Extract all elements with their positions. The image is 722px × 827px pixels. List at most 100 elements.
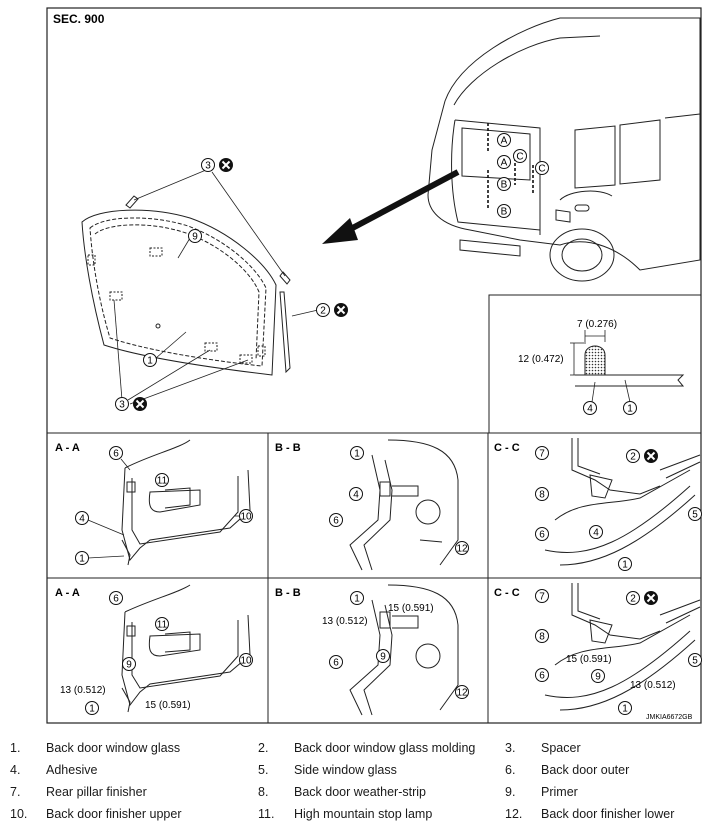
callout-10-a1: 10 [240,512,252,523]
legend-text: Back door weather-strip [294,785,427,799]
legend-text: Back door window glass molding [294,741,476,755]
section-c-top [544,438,701,566]
marker-a-bottom: A [501,158,508,169]
spacers [87,247,266,364]
callout-1-detail: 1 [627,404,633,415]
callout-3-top: 3 [205,161,211,172]
view-title-b2: B - B [275,587,301,599]
vehicle-section-markers [487,123,534,210]
callout-1-b1: 1 [354,449,360,460]
view-titles: A - A B - B C - C A - A B - B C - C [55,442,520,599]
legend-text: Primer [541,785,578,799]
adhesive-detail: 7 (0.276) 12 (0.472) 4 1 [488,294,702,434]
callout-3-bottom: 3 [119,400,125,411]
marker-b-top: B [501,180,508,191]
legend-num: 4. [10,763,21,777]
direction-arrow [322,169,460,244]
dim-15-a2: 15 (0.591) [145,700,191,711]
legend-text: Back door window glass [46,741,181,755]
callout-8-c2: 8 [539,632,545,643]
section-c-bottom-callouts: 7 2 8 5 9 6 1 [535,589,702,715]
dim-13-c2: 13 (0.512) [630,680,676,691]
callout-12-b1: 12 [456,544,468,555]
legend-text: Side window glass [294,763,397,777]
legend-num: 3. [505,741,516,755]
callout-9-glass: 9 [192,232,198,243]
legend-num: 6. [505,763,516,777]
legend-num: 7. [10,785,21,799]
legend-num: 11. [258,807,275,821]
callout-6-a1: 6 [113,449,119,460]
legend-text: Back door outer [541,763,630,777]
legend-num: 8. [258,785,269,799]
legend-text: Rear pillar finisher [46,785,147,799]
view-title-c1: C - C [494,442,520,454]
section-c-top-callouts: 7 2 8 5 4 6 1 [535,446,702,571]
callout-10-a2: 10 [240,656,252,667]
callout-2-c1: 2 [630,452,636,463]
callout-11-a1: 11 [157,476,168,487]
callout-1-c1: 1 [622,560,628,571]
vehicle-illustration [427,17,701,282]
legend-num: 9. [505,785,516,799]
vehicle-section-labels: A A C C B B [497,133,549,218]
view-title-a2: A - A [55,587,80,599]
dim-height: 12 (0.472) [518,354,564,365]
view-title-b1: B - B [275,442,301,454]
callout-9-a2: 9 [126,660,132,671]
callout-4-c1: 4 [593,528,599,539]
dim-13-a2: 13 (0.512) [60,685,106,696]
callout-8-c1: 8 [539,490,545,501]
callout-6-a2: 6 [113,594,119,605]
legend-text: Back door finisher lower [541,807,675,821]
callout-4-b1: 4 [353,490,359,501]
parts-legend: 1. Back door window glass 2. Back door win… [0,736,722,827]
dim-13-b2: 13 (0.512) [322,616,368,627]
callout-5-c2: 5 [692,656,698,667]
molding-pieces [125,195,291,374]
callout-6-b2: 6 [333,658,339,669]
callout-1-a1: 1 [79,554,85,565]
parts-diagram: SEC. 900 A A C C B B [46,7,702,724]
callout-6-c1: 6 [539,530,545,541]
glass-callouts: 3 9 2 1 3 [115,157,349,412]
section-c-bottom [544,583,701,711]
legend-num: 12. [505,807,523,821]
section-a-top [121,439,251,566]
legend-text: Spacer [541,741,581,755]
callout-9-c2: 9 [595,672,601,683]
callout-4-a1: 4 [79,514,85,525]
callout-1-c2: 1 [622,704,628,715]
marker-b-bottom: B [501,207,508,218]
section-b-top-callouts: 1 4 6 12 [329,446,469,555]
callout-7-c1: 7 [539,449,545,460]
callout-9-b2: 9 [380,652,386,663]
dim-15-b2: 15 (0.591) [388,603,434,614]
callout-4-detail: 4 [587,404,593,415]
callout-1-b2: 1 [354,594,360,605]
callout-2-glass: 2 [320,306,326,317]
callout-7-c2: 7 [539,592,545,603]
section-b-bottom [349,584,459,716]
callout-11-a2: 11 [157,620,168,631]
window-glass [81,209,277,376]
section-b-top [349,439,459,571]
section-a-top-callouts: 6 11 10 4 1 [75,446,253,565]
dim-15-c2: 15 (0.591) [566,654,612,665]
legend-num: 5. [258,763,269,777]
legend-text: Adhesive [46,763,98,777]
section-b-bottom-callouts: 1 9 6 12 [329,591,469,699]
leader-lines [113,169,319,405]
callout-1-glass: 1 [147,356,153,367]
legend-num: 10. [10,807,28,821]
section-title: SEC. 900 [53,12,105,26]
marker-c-right: C [538,164,545,175]
callout-5-c1: 5 [692,510,698,521]
section-a-bottom-callouts: 6 11 10 9 1 [85,591,253,715]
marker-a-top: A [501,136,508,147]
callout-1-a2: 1 [89,704,95,715]
legend-num: 1. [10,741,21,755]
view-title-c2: C - C [494,587,520,599]
section-a-bottom [121,584,251,713]
legend-num: 2. [258,741,269,755]
